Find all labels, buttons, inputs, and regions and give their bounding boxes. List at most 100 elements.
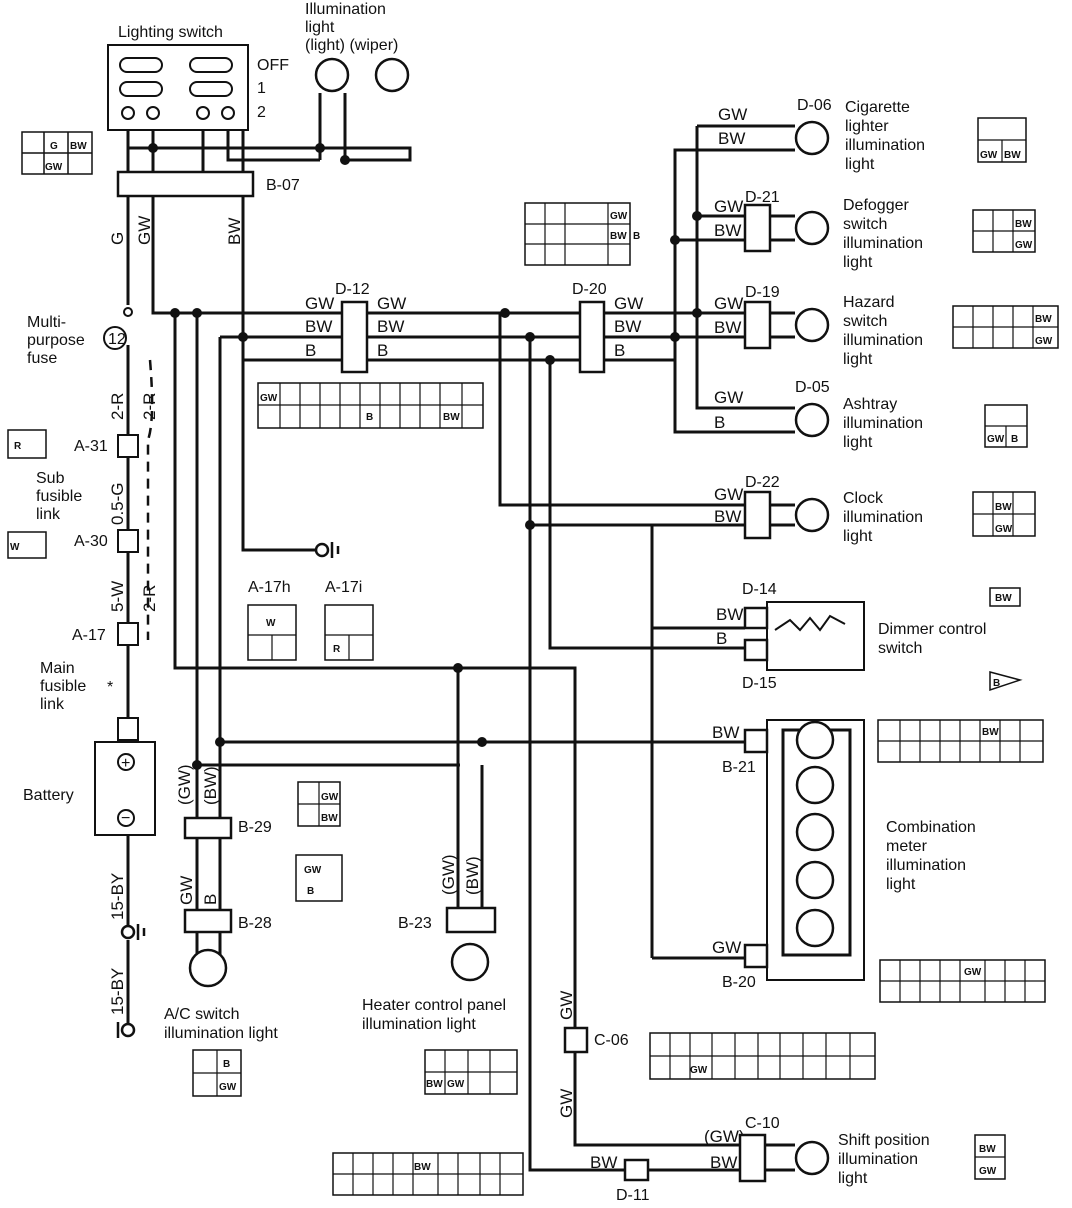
- wire-gw-b20: GW: [712, 938, 741, 957]
- b29-label: B-29: [238, 819, 272, 836]
- wire-gw-c06b: GW: [557, 1089, 576, 1118]
- fuse-number: 12: [108, 331, 126, 348]
- ac-2: illumination light: [164, 1025, 278, 1042]
- pin-bw-c10: BW: [979, 1144, 996, 1155]
- pin-gw-1: GW: [45, 162, 63, 173]
- b07-label: B-07: [266, 177, 300, 194]
- wire-bw-d11: BW: [590, 1153, 617, 1172]
- ground-icons: [116, 542, 340, 1038]
- main-link-1: Main: [40, 660, 75, 677]
- sub-link-3: link: [36, 506, 61, 523]
- wire-b-d05: B: [714, 413, 725, 432]
- wire-b-2: B: [377, 341, 388, 360]
- wire-15by-a: 15-BY: [108, 873, 127, 920]
- shift-1: Shift position: [838, 1132, 930, 1149]
- cig-1: Cigarette: [845, 99, 910, 116]
- wire-bw-2: BW: [377, 317, 404, 336]
- pin-labels: G BW GW GW B BW GW BW B GW BW BW GW BW G…: [10, 141, 1053, 1177]
- b21-label: B-21: [722, 759, 756, 776]
- wire-b-3: B: [614, 341, 625, 360]
- connector-d12: [340, 300, 369, 374]
- dim-2: switch: [878, 640, 922, 657]
- comb-3: illumination: [886, 857, 966, 874]
- dim-1: Dimmer control: [878, 621, 986, 638]
- bulb-defogger: [794, 210, 830, 246]
- pin-bw-b29: BW: [321, 813, 338, 824]
- wire-gw-1: GW: [305, 294, 334, 313]
- wire-5w: 5-W: [108, 581, 127, 612]
- wire-gw-2: GW: [377, 294, 406, 313]
- wire-15by-b: 15-BY: [108, 968, 127, 1015]
- pin-gw-b29: GW: [321, 792, 339, 803]
- fuse-label-2: purpose: [27, 332, 85, 349]
- pin-b-b28: B: [223, 1059, 230, 1070]
- pin-bw-b23: BW: [426, 1079, 443, 1090]
- pin-bw-d19: BW: [1035, 314, 1052, 325]
- a30-label: A-30: [74, 533, 108, 550]
- wire-gw-d06: GW: [718, 105, 747, 124]
- component-labels: D-06 D-21 D-19 D-05 D-22 D-14 D-15 B-21 …: [164, 97, 986, 1204]
- battery-label: Battery: [23, 787, 74, 804]
- wire-gw-d05: GW: [714, 388, 743, 407]
- pin-gw-d19: GW: [1035, 336, 1053, 347]
- clk-3: light: [843, 528, 873, 545]
- small-connectors: [989, 587, 1023, 692]
- haz-3: illumination: [843, 332, 923, 349]
- wire-b-d15: B: [716, 629, 727, 648]
- pin-b-d05: B: [1011, 434, 1018, 445]
- fuse-label-3: fuse: [27, 350, 57, 367]
- fuse-12: [103, 326, 127, 350]
- pin-w-a17h: W: [266, 618, 276, 629]
- wire-bw-d06: BW: [718, 129, 745, 148]
- switch-pos-2: 2: [257, 104, 266, 121]
- wire-bwp-ac: (BW): [201, 766, 220, 805]
- d14-label: D-14: [742, 581, 777, 598]
- clk-1: Clock: [843, 490, 884, 507]
- main-link-mark: *: [107, 679, 113, 696]
- d12-label: D-12: [335, 281, 370, 298]
- pin-r-a17i: R: [333, 644, 341, 655]
- bulb-hazard: [794, 307, 830, 343]
- a31-label: A-31: [74, 438, 108, 455]
- pin-gw-b20: GW: [964, 967, 982, 978]
- bulbs: [188, 120, 830, 1176]
- heat-1: Heater control panel: [362, 997, 506, 1014]
- pin-b-d15: B: [993, 678, 1000, 689]
- wire-gwp-heater: (GW): [439, 854, 458, 895]
- connector-b07: [116, 170, 255, 198]
- pin-bw-d12: BW: [443, 412, 460, 423]
- sub-link-2: fusible: [36, 488, 82, 505]
- def-2: switch: [843, 216, 887, 233]
- pin-bw-b21: BW: [982, 727, 999, 738]
- illum-label-2: light: [305, 19, 335, 36]
- def-1: Defogger: [843, 197, 909, 214]
- wire-2r-b: 2-R: [140, 393, 159, 420]
- wire-bw-d19: BW: [714, 318, 741, 337]
- bulb-clock: [794, 497, 830, 533]
- main-link-3: link: [40, 696, 65, 713]
- pin-gw-c06: GW: [690, 1065, 708, 1076]
- a17h-label: A-17h: [248, 579, 291, 596]
- wire-gwp-ac: (GW): [175, 764, 194, 805]
- cig-3: illumination: [845, 137, 925, 154]
- wire-b-1: B: [305, 341, 316, 360]
- pin-b-d12: B: [366, 412, 373, 423]
- lighting-switch-label: Lighting switch: [118, 24, 223, 41]
- battery: + − Battery: [23, 741, 156, 836]
- comb-4: light: [886, 876, 916, 893]
- fusible-link-boxes: [117, 434, 139, 741]
- def-3: illumination: [843, 235, 923, 252]
- d22-label: D-22: [745, 474, 780, 491]
- wire-bw-b21: BW: [712, 723, 739, 742]
- a17i-label: A-17i: [325, 579, 362, 596]
- switch-pos-1: 1: [257, 80, 266, 97]
- pin-g-1: G: [50, 141, 58, 152]
- pin-bw-d06: BW: [1004, 150, 1021, 161]
- pin-gw-b23: GW: [447, 1079, 465, 1090]
- wire-2r-c: 2-R: [140, 585, 159, 612]
- bulb-shift: [794, 1140, 830, 1176]
- wire-gw-ac: GW: [177, 876, 196, 905]
- cig-4: light: [845, 156, 875, 173]
- pin-gw-c10: GW: [979, 1166, 997, 1177]
- wire-gw-c06a: GW: [557, 991, 576, 1020]
